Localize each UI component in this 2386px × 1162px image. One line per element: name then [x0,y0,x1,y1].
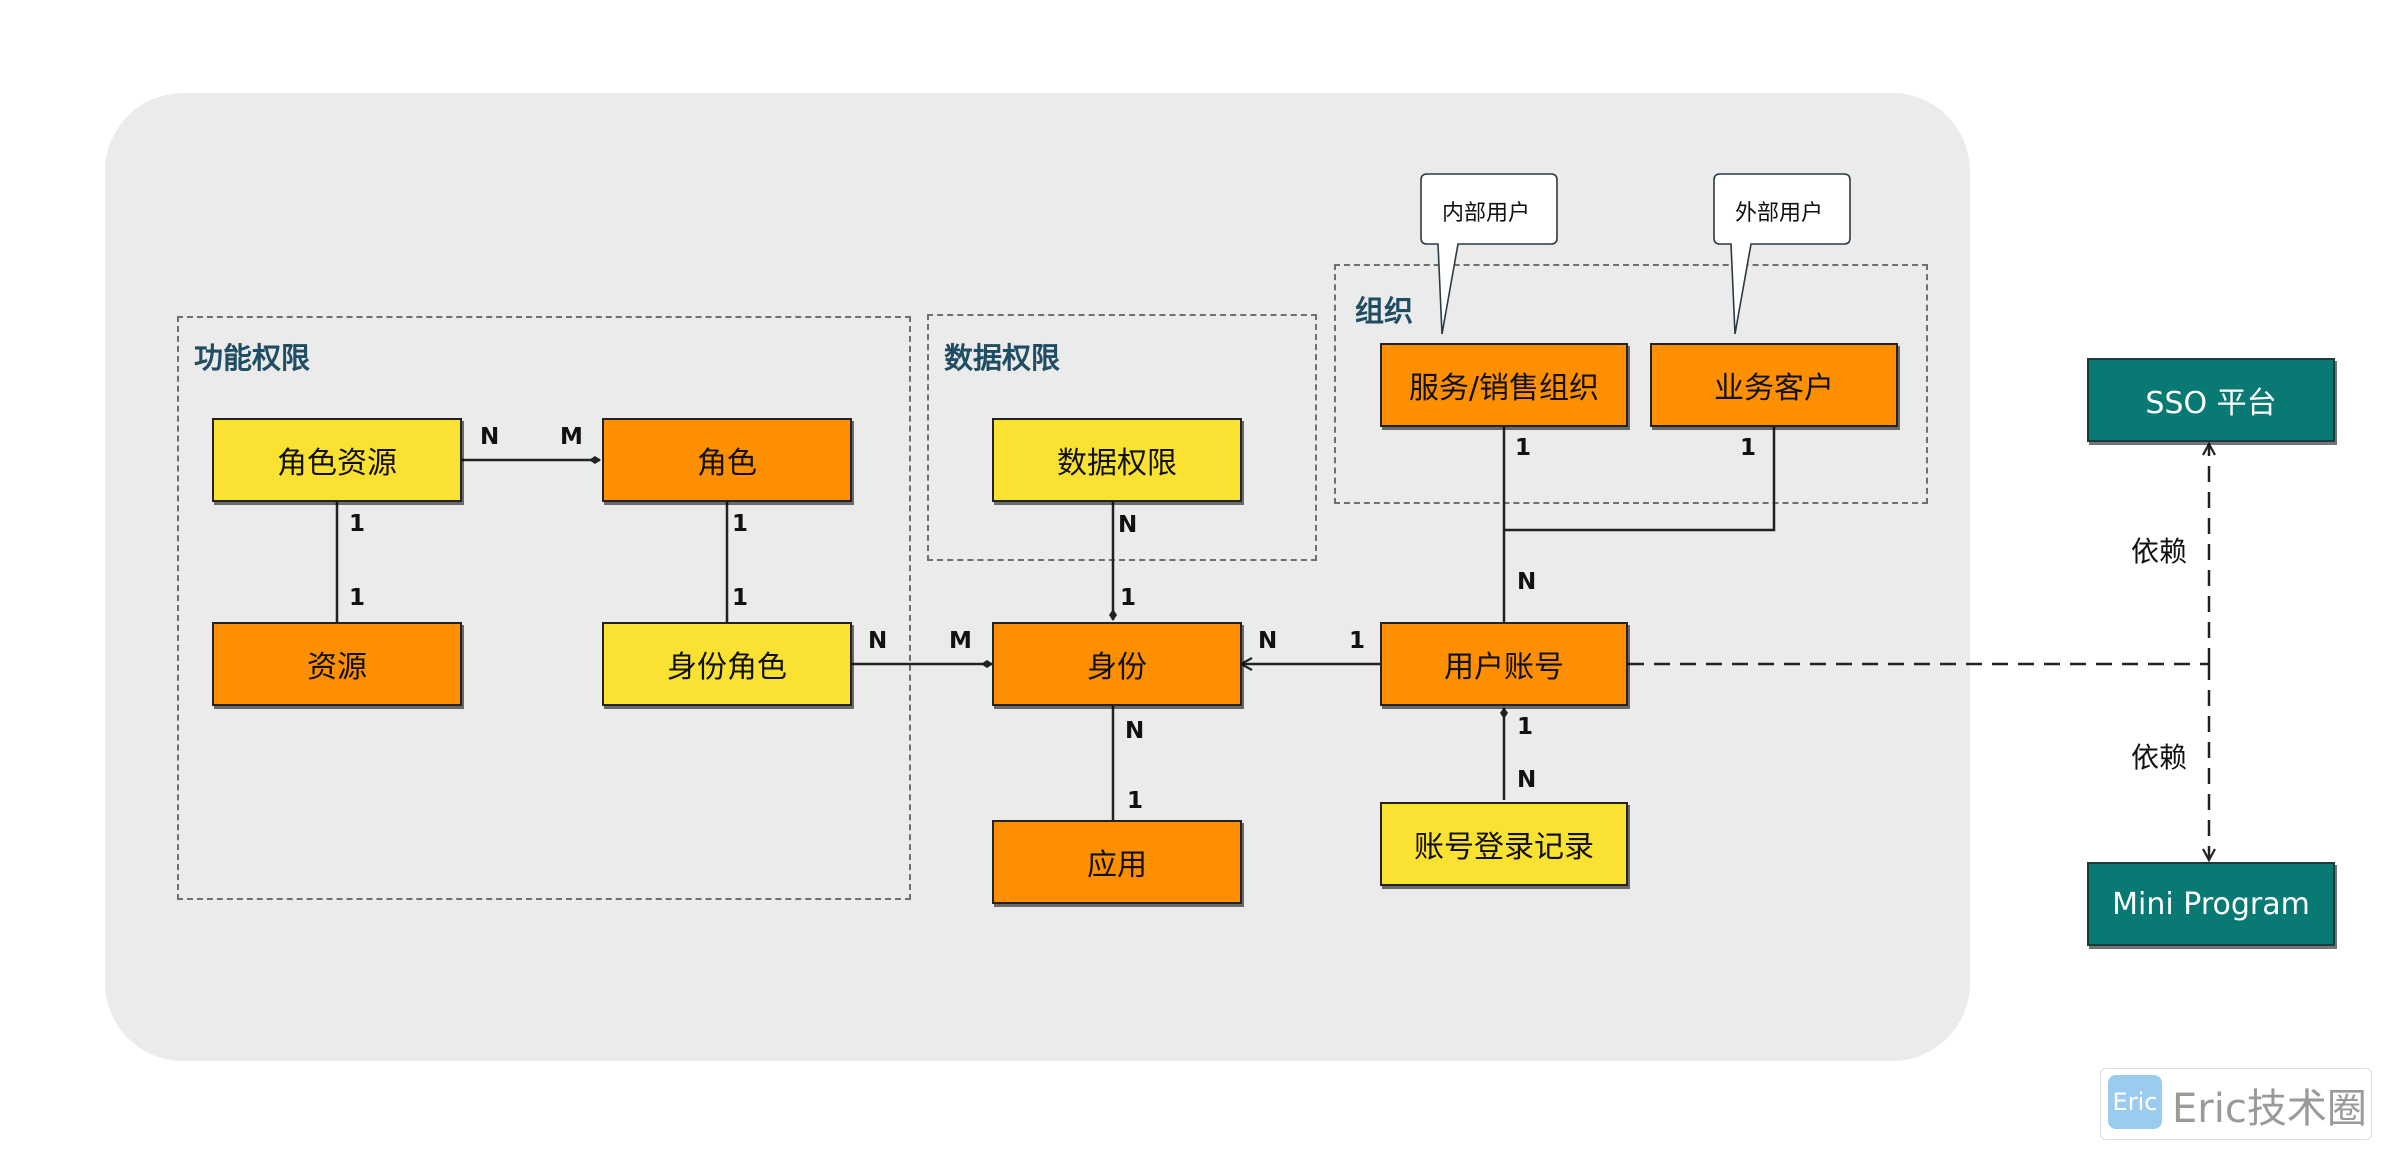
organization-group [1334,264,1928,504]
cardinality-label: N [1118,512,1138,538]
cardinality-label: N [868,628,888,654]
internal-users-callout-text: 内部用户 [1442,201,1531,226]
functional-permission-group-title: 功能权限 [194,341,311,375]
cardinality-label: N [480,424,500,450]
data-permission-group-title: 数据权限 [944,341,1061,375]
application-entity[interactable]: 应用 [992,820,1242,904]
watermark-text: Eric技术圈 [2172,1086,2367,1132]
cardinality-label: 1 [1740,435,1757,461]
organization-merge-line [1502,427,1776,532]
cardinality-label: 1 [732,585,749,611]
cardinality-label: N [1517,569,1537,595]
cardinality-label: M [560,424,583,450]
user-account-entity[interactable]: 用户账号 [1380,622,1628,706]
identity-entity[interactable]: 身份 [992,622,1242,706]
cardinality-label: 1 [1127,788,1144,814]
account-login-record-entity[interactable]: 账号登录记录 [1380,802,1628,886]
external-users-callout-text: 外部用户 [1735,201,1824,226]
service-sales-org-entity[interactable]: 服务/销售组织 [1380,343,1628,427]
dependency-label-upper: 依赖 [2131,535,2188,568]
cardinality-label: 1 [349,511,366,537]
functional-permission-group [177,316,911,900]
watermark-badge: Eric [2108,1075,2162,1129]
organization-group-title: 组织 [1355,294,1414,328]
dependency-label-lower: 依赖 [2131,741,2188,774]
cardinality-label: N [1517,767,1537,793]
data-permission-entity[interactable]: 数据权限 [992,418,1242,502]
cardinality-label: M [949,628,972,654]
cardinality-label: 1 [1349,628,1366,654]
data-permission-group [927,314,1317,561]
sso-platform-entity[interactable]: SSO 平台 [2087,358,2335,442]
mini-program-entity[interactable]: Mini Program [2087,862,2335,946]
role-resource-entity[interactable]: 角色资源 [212,418,462,502]
cardinality-label: 1 [1517,714,1534,740]
business-customer-entity[interactable]: 业务客户 [1650,343,1898,427]
internal-users-callout [1420,173,1558,335]
cardinality-label: 1 [732,511,749,537]
cardinality-label: 1 [1120,585,1137,611]
external-users-callout [1713,173,1851,335]
watermark-frame [2100,1068,2372,1140]
resource-entity[interactable]: 资源 [212,622,462,706]
cardinality-label: 1 [349,585,366,611]
identity-role-entity[interactable]: 身份角色 [602,622,852,706]
cardinality-label: 1 [1515,435,1532,461]
cardinality-label: N [1258,628,1278,654]
role-entity[interactable]: 角色 [602,418,852,502]
cardinality-label: N [1125,718,1145,744]
